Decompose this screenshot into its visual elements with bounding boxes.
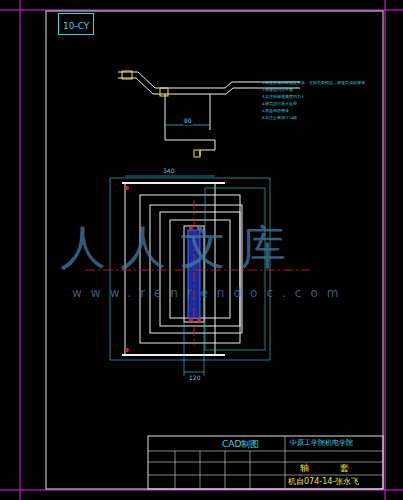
note-line: 1.焊接前清除焊接处杂质，去除毛刺锐边，焊接后清除焊渣 (262, 82, 365, 86)
note-line: 2.焊缝应均匀平整 (262, 89, 293, 93)
drawing-code: 10-CY (63, 21, 89, 31)
watermark-url: www.renrendoc.com (72, 287, 347, 300)
note-line: 5.表面涂防锈漆 (262, 110, 289, 114)
dimension: 120 (188, 375, 201, 382)
watermark: 人人文库 (60, 222, 300, 273)
note-line: 3.未注明焊缝高度均为5 (262, 96, 304, 100)
title-cell: CAD制图 (222, 440, 259, 450)
part-name: 轴 (300, 464, 309, 474)
drawing-code-box: 10-CY (58, 13, 94, 35)
drawing-number: 机自074-14-张永飞 (288, 478, 359, 487)
note-line: 4.焊后进行退火处理 (262, 103, 297, 107)
note-line: 6.未注公差按IT14级 (262, 117, 297, 121)
dimension: 80 (183, 118, 193, 125)
school-name: 中原工学院机电学院 (290, 440, 353, 448)
dimension: 340 (162, 168, 175, 175)
part-name: 套 (340, 464, 349, 474)
